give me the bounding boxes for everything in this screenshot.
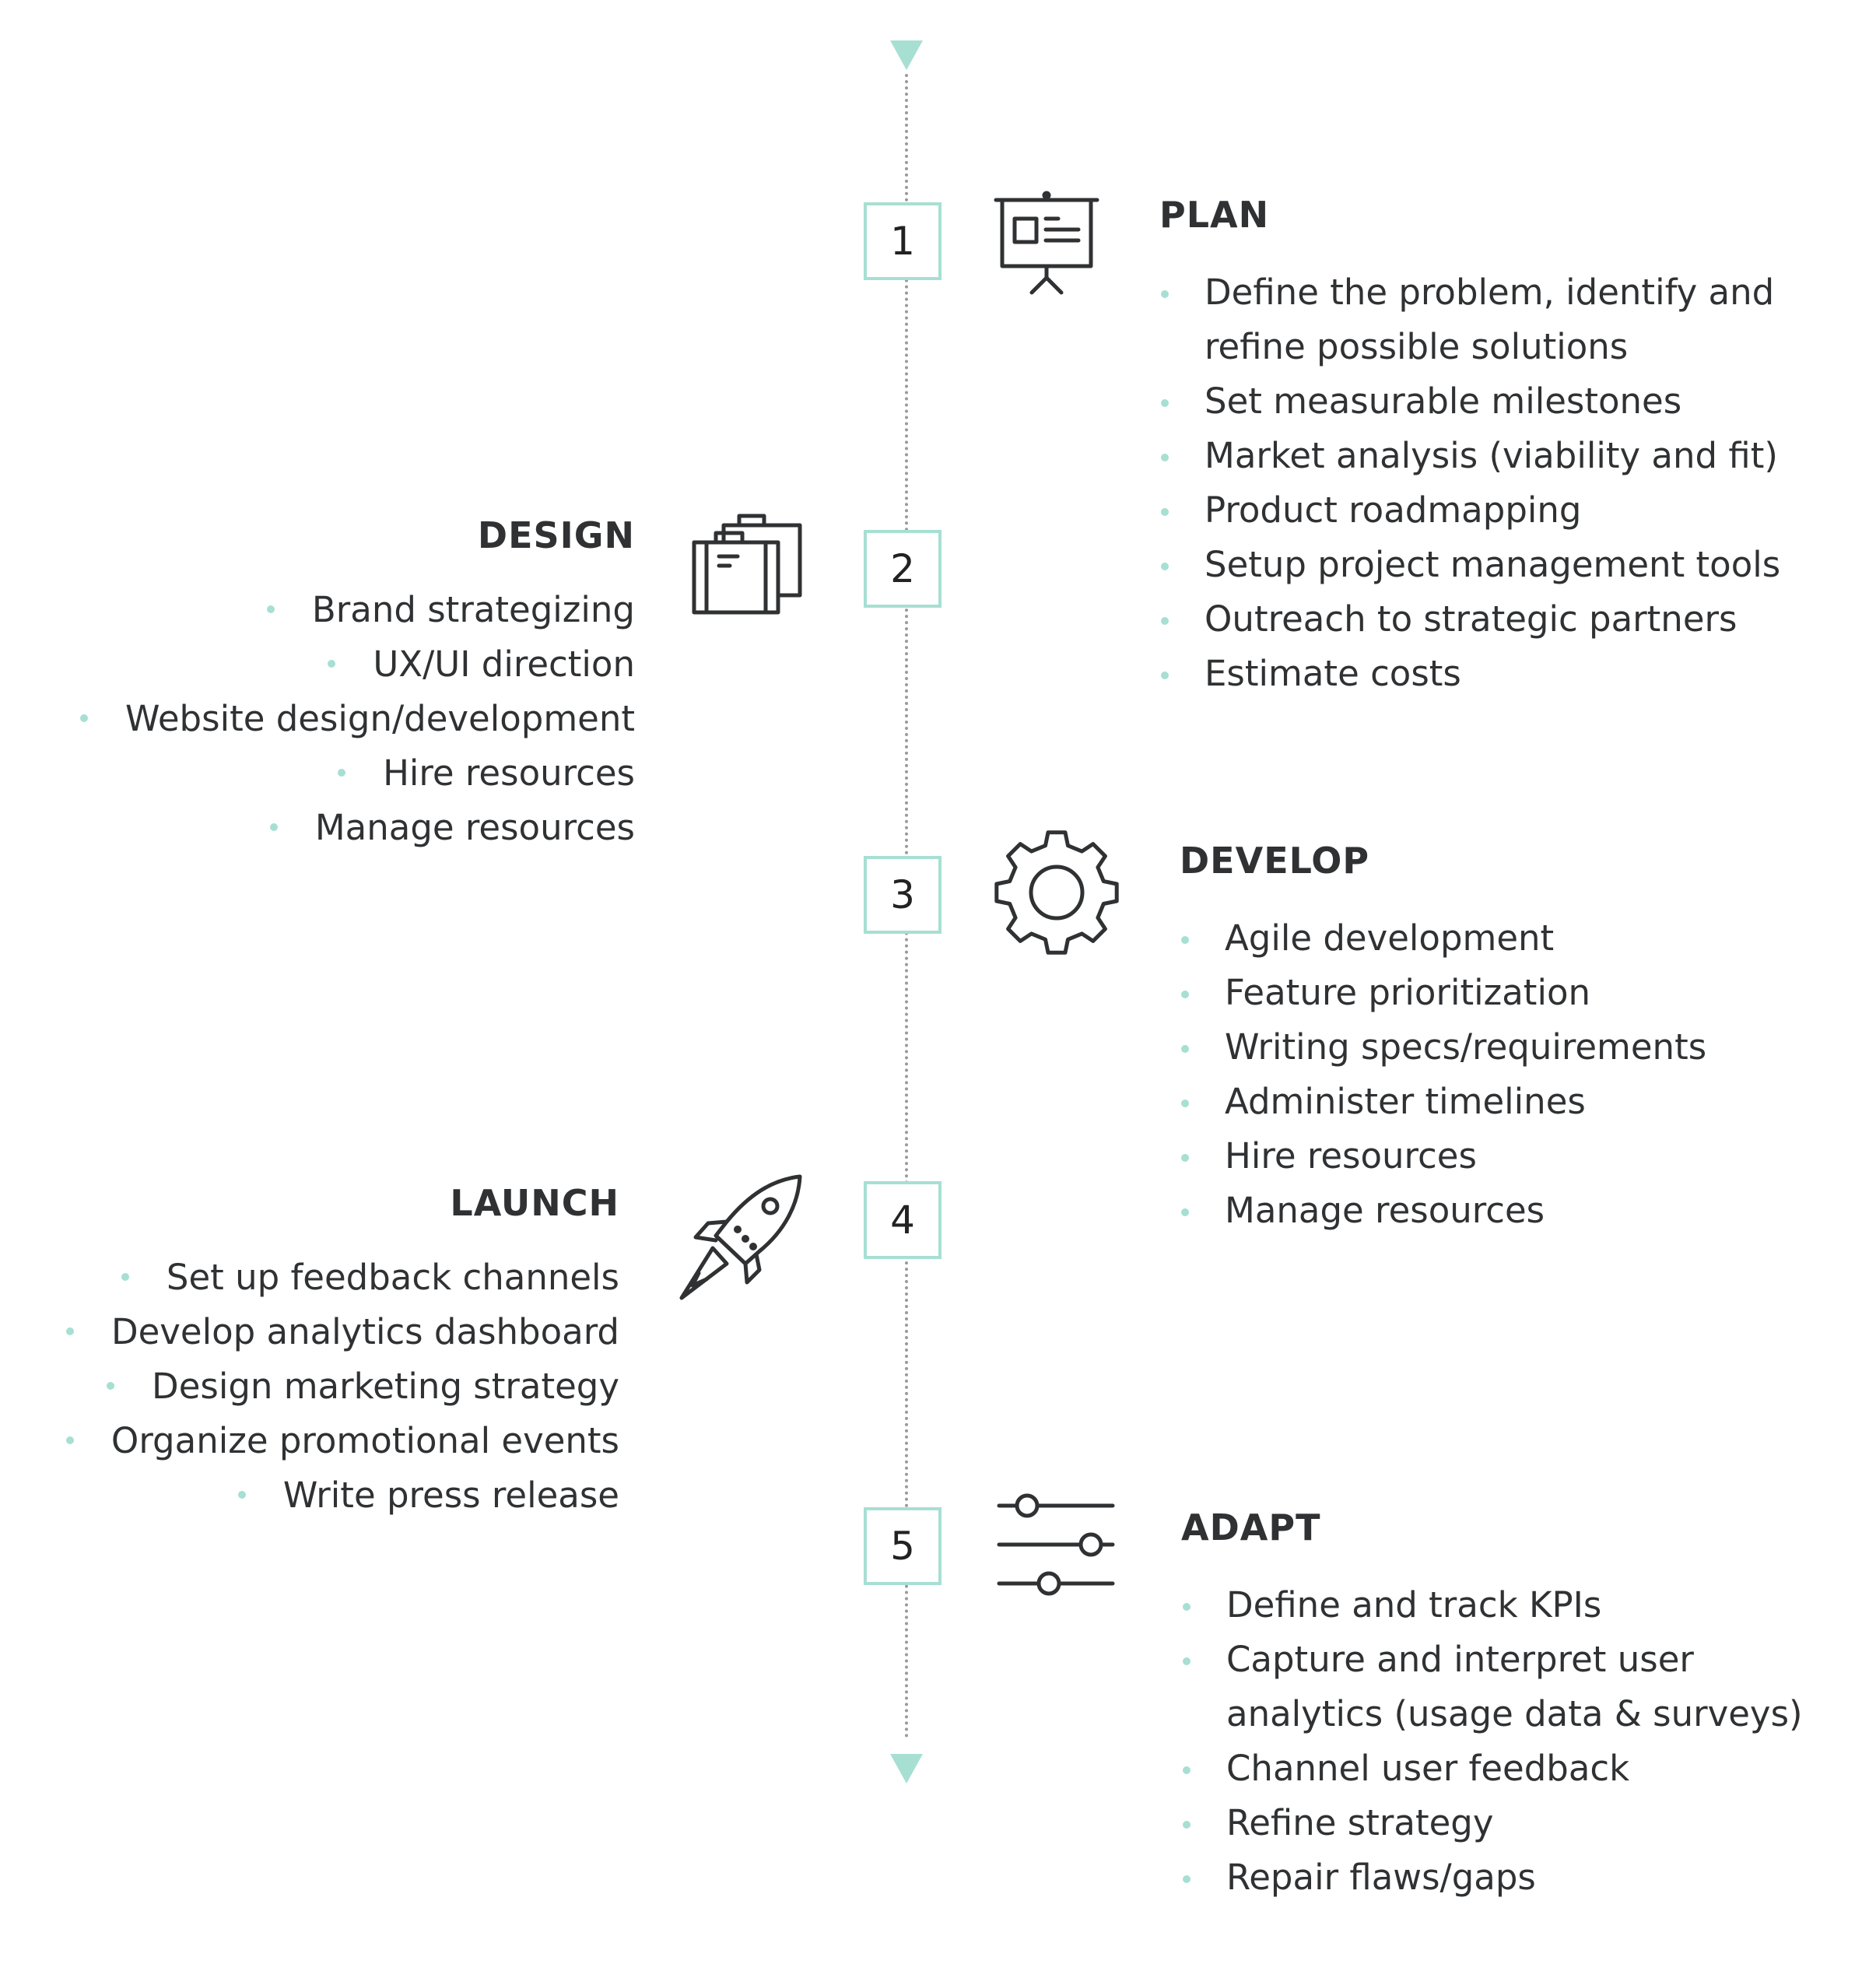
list-item-text: Develop analytics dashboard — [110, 1311, 619, 1352]
launch-list: Set up feedback channels Develop analyti… — [65, 1250, 619, 1523]
list-item-text: Write press release — [282, 1475, 619, 1516]
list-item: Website design/development — [80, 692, 635, 746]
list-item-text: Set up feedback channels — [166, 1257, 619, 1298]
step-1-number: 1 — [864, 202, 942, 280]
bullet-dot — [80, 714, 89, 722]
plan-title: PLAN — [1159, 194, 1270, 236]
bullet-dot — [338, 769, 346, 777]
bullet-dot — [269, 823, 278, 831]
list-item-text: Design marketing strategy — [152, 1366, 619, 1407]
bullet-dot — [328, 660, 336, 668]
bullet-dot — [121, 1273, 129, 1281]
list-item: Channel user feedback — [1181, 1741, 1803, 1796]
list-item-continuation: refine possible solutions — [1204, 326, 1629, 367]
list-item: Manage resources — [80, 801, 635, 855]
list-item: Define and track KPIs — [1181, 1578, 1803, 1633]
develop-title: DEVELOP — [1180, 840, 1370, 882]
list-item: Manage resources — [1180, 1184, 1706, 1238]
list-item-text: UX/UI direction — [373, 644, 635, 685]
design-section: DESIGN Brand strategizing UX/UI directio… — [80, 517, 635, 855]
plan-section: PLAN Define the problem, identify and re… — [1159, 197, 1780, 701]
list-item: Administer timelines — [1180, 1075, 1706, 1129]
bullet-dot — [65, 1436, 74, 1444]
list-item: Write press release — [66, 1468, 619, 1523]
develop-list: Agile development Feature prioritization… — [1180, 911, 1706, 1238]
adapt-title: ADAPT — [1181, 1506, 1321, 1548]
timeline-start-arrow-icon — [890, 40, 923, 70]
list-item: Market analysis (viability and fit) — [1159, 429, 1780, 483]
bullet-dot — [237, 1491, 246, 1499]
bullet-dot — [266, 605, 275, 613]
adapt-list: Define and track KPIs Capture and interp… — [1181, 1578, 1803, 1905]
step-5-number: 5 — [864, 1507, 942, 1585]
list-item: Hire resources — [1180, 1129, 1706, 1184]
launch-title: LAUNCH — [450, 1182, 619, 1224]
design-list: Brand strategizing UX/UI direction Websi… — [80, 583, 635, 855]
list-item: Outreach to strategic partners — [1159, 592, 1780, 647]
presentation-board-icon — [993, 191, 1102, 296]
list-item: Design marketing strategy — [66, 1359, 619, 1414]
sliders-icon — [996, 1490, 1117, 1599]
list-item-text: Organize promotional events — [110, 1420, 619, 1461]
bullet-dot — [65, 1327, 74, 1335]
list-item: Repair flaws/gaps — [1181, 1850, 1803, 1905]
list-item: Brand strategizing — [80, 583, 635, 637]
list-item: Develop analytics dashboard — [65, 1305, 619, 1359]
list-item: Setup project management tools — [1159, 538, 1780, 592]
rocket-icon — [679, 1173, 803, 1302]
plan-list: Define the problem, identify and refine … — [1159, 265, 1780, 701]
list-item-text: Hire resources — [383, 752, 635, 794]
list-item: UX/UI direction — [80, 637, 635, 692]
design-title: DESIGN — [477, 514, 635, 556]
list-item: Set up feedback channels — [66, 1250, 619, 1305]
list-item: Agile development — [1180, 911, 1706, 966]
list-item: Feature prioritization — [1180, 966, 1706, 1020]
list-item-text: Website design/development — [125, 698, 635, 739]
list-item-text: Manage resources — [314, 807, 635, 848]
bullet-dot — [107, 1382, 115, 1390]
list-item: Refine strategy — [1181, 1796, 1803, 1850]
adapt-section: ADAPT Define and track KPIs Capture and … — [1181, 1510, 1803, 1905]
list-item: Hire resources — [80, 746, 635, 801]
briefcase-icon — [691, 510, 804, 615]
list-item: Product roadmapping — [1159, 483, 1780, 538]
list-item-text: Brand strategizing — [311, 589, 635, 630]
list-item: Estimate costs — [1159, 647, 1780, 701]
gear-icon — [993, 829, 1121, 957]
list-item: Capture and interpret user — [1181, 1633, 1803, 1687]
list-item: Define the problem, identify and — [1159, 265, 1780, 320]
timeline-end-arrow-icon — [890, 1754, 923, 1783]
develop-section: DEVELOP Agile development Feature priori… — [1180, 843, 1706, 1238]
list-item: Organize promotional events — [65, 1414, 619, 1468]
list-item-continuation: analytics (usage data & surveys) — [1226, 1693, 1803, 1734]
launch-section: LAUNCH Set up feedback channels Develop … — [65, 1182, 619, 1523]
list-item: Writing specs/requirements — [1180, 1020, 1706, 1075]
list-item: Set measurable milestones — [1159, 374, 1780, 429]
step-2-number: 2 — [864, 530, 942, 608]
step-3-number: 3 — [864, 856, 942, 934]
step-4-number: 4 — [864, 1181, 942, 1259]
